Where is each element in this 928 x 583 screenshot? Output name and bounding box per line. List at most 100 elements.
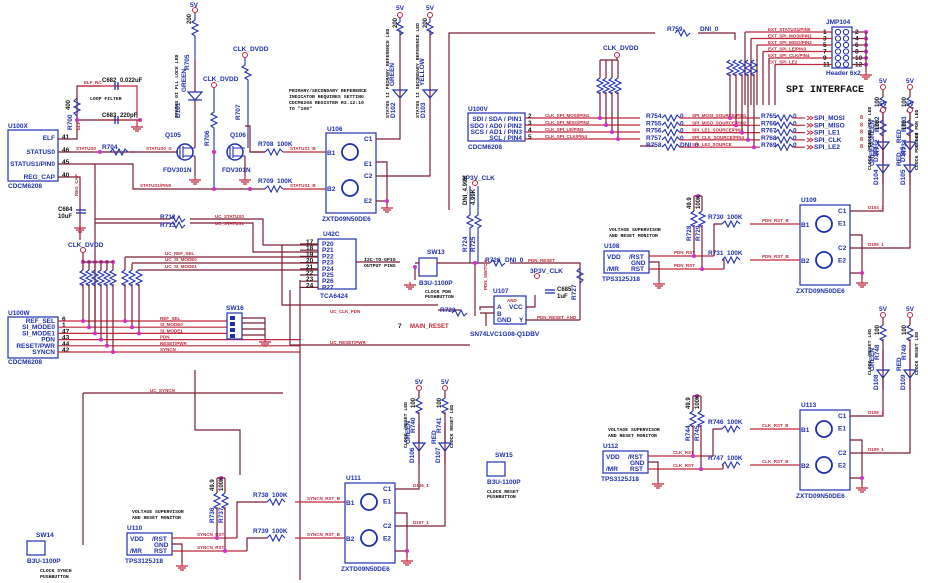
svg-text:E2: E2 bbox=[364, 198, 372, 205]
svg-text:AND: AND bbox=[507, 298, 517, 303]
sw13: SW13 B3U-1100P bbox=[418, 249, 453, 287]
pin-label: B1 bbox=[801, 427, 810, 434]
svg-text:U100V: U100V bbox=[468, 106, 489, 113]
led-resistor-value: 100 bbox=[875, 96, 881, 107]
collector-net: D107_1 bbox=[413, 520, 429, 525]
pwr-3p3-2: 3P3V_CLK bbox=[530, 268, 563, 275]
pin-label: RST bbox=[630, 466, 643, 473]
collector-net: D108_1 bbox=[868, 410, 884, 415]
spi-out-value: 0 bbox=[793, 113, 797, 120]
pull-res-value: 100K bbox=[696, 194, 702, 209]
led-resistor-ref: R740 bbox=[410, 417, 417, 433]
c685-value: 1uF bbox=[557, 294, 568, 300]
r707-ref: R707 bbox=[235, 104, 242, 120]
c683-ref: C683 bbox=[102, 113, 117, 119]
pin-label: B2 bbox=[801, 258, 810, 265]
spi-out-ref: R768 bbox=[761, 135, 777, 142]
transistor-ref: U111 bbox=[346, 475, 361, 482]
svg-text:B1: B1 bbox=[327, 150, 336, 157]
r712-ref: R712 bbox=[160, 214, 176, 221]
pin-label: C2 bbox=[838, 245, 847, 252]
u42c-pin-num: 23 bbox=[306, 276, 314, 283]
spi-port-0[interactable]: SPI_MOSI bbox=[814, 115, 845, 122]
pull-res-ref: R737 bbox=[218, 507, 225, 523]
r705-value: 200 bbox=[187, 13, 193, 24]
svg-text:SCL / PIN4: SCL / PIN4 bbox=[489, 135, 522, 142]
u100x-block: U100X CDCM6208 ELF STATUS0 STATUS1/PIN0 … bbox=[7, 123, 70, 190]
pin-num: 41 bbox=[62, 134, 70, 141]
rst-net: PDN_RST bbox=[674, 250, 695, 255]
pwr-3p3-1: 3P3V_CLK bbox=[462, 175, 495, 182]
svg-text:I2C-TO-GPIO: I2C-TO-GPIO bbox=[364, 257, 396, 263]
r709-value: 100K bbox=[277, 178, 293, 185]
led-ref: D108 bbox=[873, 374, 880, 390]
led-resistor-value: 100 bbox=[902, 324, 908, 335]
pwr-clk-dvdd: CLK_DVDD bbox=[203, 76, 239, 83]
jmp104-net: EXT_SPI_MOSI/PIN1 bbox=[768, 34, 812, 39]
ref-indicator-note: PRIMARY/SECONDARY REFERENCE INDICATOR RE… bbox=[289, 88, 367, 112]
u42c-pin-name: P20 bbox=[322, 241, 334, 248]
u100w-pin-name: SI_MODE1 bbox=[22, 330, 55, 337]
spi-out-ref: R769 bbox=[761, 142, 777, 149]
net-status1-b-2: STATUS1_B bbox=[290, 183, 316, 188]
svg-text:SW13: SW13 bbox=[427, 249, 445, 256]
net-uc-clk-pdn: UC_CLK_PDN bbox=[330, 309, 360, 314]
spi-source-net: SPI_MISO_SOURCE/PIN2 bbox=[692, 120, 747, 125]
c684-value: 10uF bbox=[58, 214, 72, 220]
spi-port-2[interactable]: SPI_LE1 bbox=[814, 130, 840, 137]
u42c-pin-num: 19 bbox=[306, 251, 314, 258]
led-resistor-ref: R732 bbox=[874, 116, 881, 132]
r705-ref: R705 bbox=[184, 54, 191, 70]
r711-value: 200 bbox=[423, 17, 429, 28]
u100w-net: REF_SEL bbox=[160, 316, 181, 321]
led-ref: D105 bbox=[900, 146, 907, 162]
spi-clk-net: CLK_SPI_LE/PIN3 bbox=[545, 127, 584, 132]
spi-port-3[interactable]: SPI_CLK bbox=[814, 137, 842, 144]
pin-label: E1 bbox=[383, 499, 391, 506]
led-label: CLOCK RESET LED bbox=[449, 405, 455, 448]
net-uc-si-mode0: UC_SI_MODE0 bbox=[165, 257, 197, 262]
spi-clk-net: CLK_SPI_CLK/PIN4 bbox=[545, 134, 588, 139]
r759-ref: R759 bbox=[667, 26, 683, 33]
u42c-pin-name: P27 bbox=[322, 284, 334, 291]
svg-text:CDCM6208: CDCM6208 bbox=[8, 359, 42, 366]
spi-port-4[interactable]: SPI_LE2 bbox=[814, 144, 840, 151]
led-resistor-value: 100 bbox=[411, 397, 417, 408]
base-res-ref: R738 bbox=[253, 492, 269, 499]
pin-label: B1 bbox=[801, 222, 810, 229]
net-status0: STATUS0 bbox=[76, 146, 96, 151]
r710-value: 200 bbox=[393, 17, 399, 28]
r708-ref: R708 bbox=[258, 141, 274, 148]
d103-label: STATUS 1I SECONDARY REFERENCE LED bbox=[415, 23, 421, 118]
u100w-pin-name: REF_SEL bbox=[26, 318, 55, 325]
led-resistor-value: 100 bbox=[902, 119, 908, 130]
pwr-5v: 5V bbox=[879, 306, 888, 313]
led-label: CLOCK /RESET LED bbox=[403, 402, 409, 448]
jmp104-net: EXT_SPI_LE/PIN3 bbox=[768, 47, 807, 52]
pin-label: /RST bbox=[628, 454, 643, 461]
svg-text:Y: Y bbox=[519, 317, 524, 324]
main-reset-port[interactable]: MAIN_RESET bbox=[410, 324, 449, 330]
pwr-clk-dvdd-3: CLK_DVDD bbox=[603, 45, 639, 52]
pin-label: /RST bbox=[629, 254, 644, 261]
pin-label: E1 bbox=[838, 426, 846, 433]
d102-ref: D102 bbox=[390, 102, 397, 118]
pull-res-ref: R736 bbox=[209, 507, 216, 523]
spi-port-1[interactable]: SPI_MISO bbox=[814, 122, 845, 129]
loop-filter-note: LOOP FILTER bbox=[90, 96, 122, 102]
pull-res-ref: R744 bbox=[685, 425, 692, 441]
led-resistor-ref: R733 bbox=[901, 139, 908, 155]
u42c-pin-name: P24 bbox=[322, 266, 334, 273]
c683-value: 220pF bbox=[120, 113, 138, 119]
svg-text:A: A bbox=[497, 304, 502, 311]
jmp104-pin-odd: 5 bbox=[823, 42, 827, 49]
base-res-value: 100K bbox=[727, 250, 743, 257]
base-res-value: 100K bbox=[727, 419, 743, 426]
pwr-5v: 5V bbox=[879, 78, 888, 85]
u100w-pin-num: 43 bbox=[62, 335, 70, 342]
u100w-pin-name: SI_MODE0 bbox=[22, 324, 55, 331]
base-res-ref: R746 bbox=[708, 419, 724, 426]
u100v-pin-num: 3 bbox=[528, 120, 532, 127]
